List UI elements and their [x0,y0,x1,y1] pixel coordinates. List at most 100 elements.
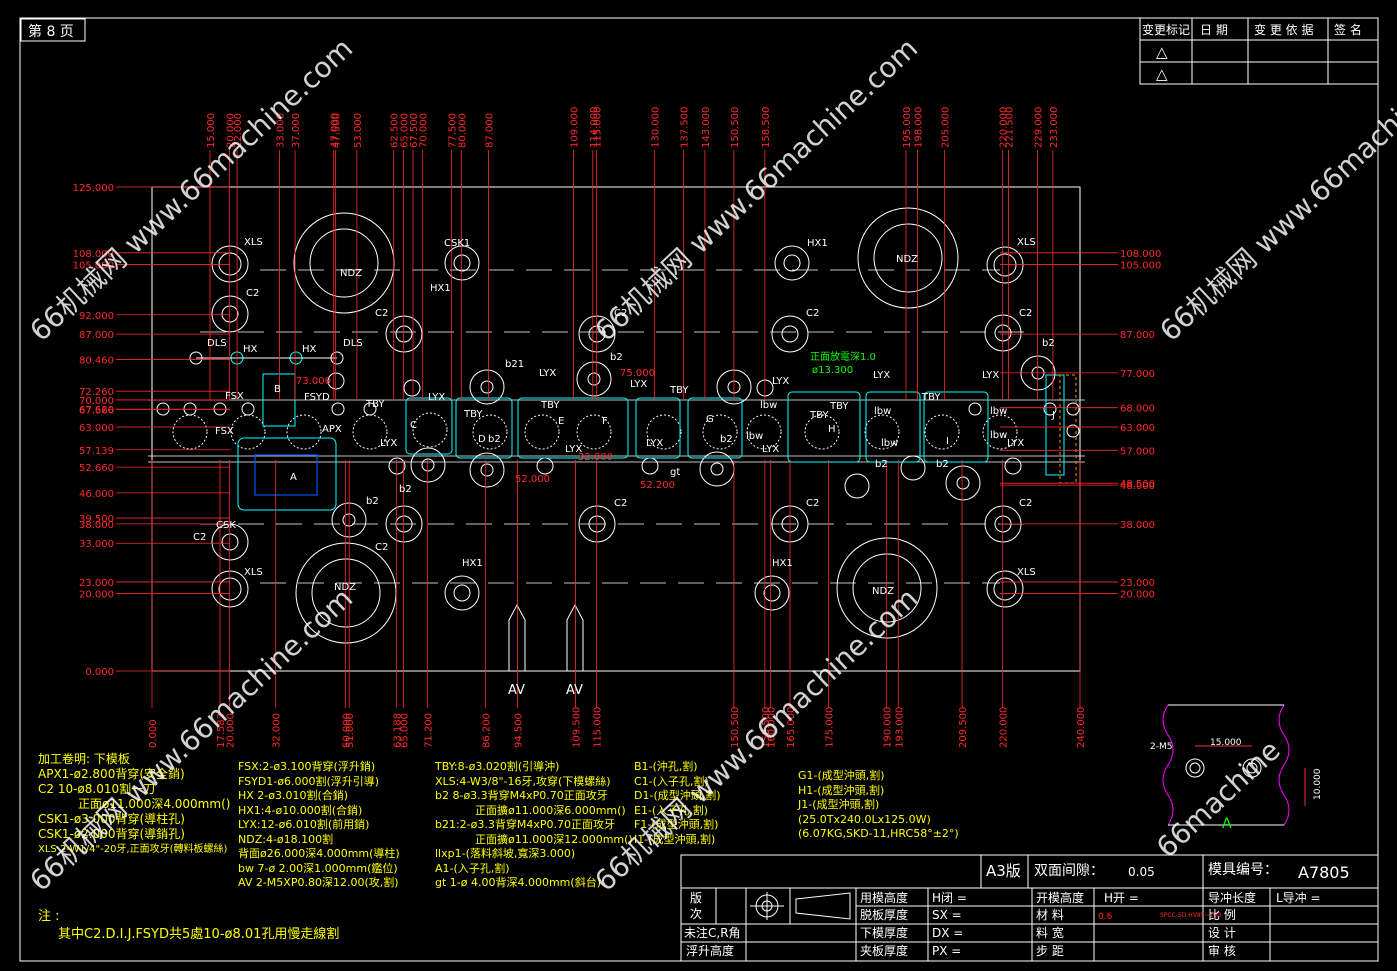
bottom-dim-label-22: 240.000 [1076,707,1087,748]
top-dim-16: 114.000 [589,107,600,400]
label-lbw-6: lbw [990,430,1007,441]
bottom-dim-label-1: 17.583 [216,713,227,748]
label-xls-tr: XLS [1017,237,1036,248]
rev-header-date: 日 期 [1200,23,1228,37]
note-c5-4: (6.07KG,SKD-11,HRC58°±2°) [798,827,959,840]
left-dim-label-2: 108.000 [73,249,114,260]
note-c2-5: NDZ:4-ø18.100割 [238,832,334,846]
label-xls-br: XLS [1017,567,1036,578]
bottom-dim-label-20: 209.500 [958,707,969,748]
left-dim-label-16: 33.000 [79,539,114,550]
right-dim-3: 77.000 [1000,369,1155,380]
top-dim-19: 137.500 [680,107,691,400]
left-dimension-group: 125.000105.000108.00092.00087.00080.4607… [73,183,230,678]
right-dim-7: 48.500 [1000,479,1155,490]
rev-row-2-mark: △ [1156,65,1168,83]
top-dim-label-20: 143.000 [701,107,712,148]
top-dim-26: 220.000 [999,107,1010,400]
left-dim-label-15: 38.000 [79,520,114,531]
bottom-dim-20: 209.500 [958,460,969,748]
label-c-ins: C [410,420,417,431]
bottom-dim-14: 158.500 [761,460,772,748]
bottom-dim-label-8: 71.200 [423,713,434,748]
label-xls-bl: XLS [244,567,263,578]
label-lbw-5: lbw [990,406,1007,417]
bottom-dim-12: 115.000 [593,460,604,748]
left-dim-label-8: 67.620 [79,405,114,416]
label-h-ins: H [828,424,836,435]
bottom-dim-label-19: 193.000 [894,707,905,748]
note-label: 注 : [38,909,60,924]
bottom-dim-label-11: 109.500 [571,707,582,748]
top-dim-label-5: 47.000 [330,113,341,148]
top-dim-22: 158.500 [761,107,772,400]
label-tby-4: TBY [540,400,560,411]
bottom-dim-label-21: 220.000 [999,707,1010,748]
label-b21-a: b21 [505,359,524,370]
note-c3-5: 正面擴ø11.000深12.000mm() [475,832,633,846]
left-dim-6: 72.260 [79,387,230,398]
top-dim-2: 22.000 [233,113,244,400]
tb-far-2-l: 比 例 [1208,908,1236,922]
note-c4-2: D1-(成型沖頭,割) [634,789,721,802]
left-dim-label-19: 0.000 [85,667,114,678]
top-dim-15: 109.000 [569,107,580,400]
top-dim-24: 198.000 [914,107,925,400]
tb-mid-2-v: SX = [932,908,962,922]
notes-title-suffix: 下模板 [93,752,130,766]
rev-row-1-mark: △ [1156,43,1168,61]
top-dim-label-25: 205.000 [941,107,952,148]
left-dim-label-10: 63.000 [79,423,114,434]
tb-gap-label: 双面间隙： [1034,863,1104,879]
left-dim-label-5: 80.460 [79,355,114,366]
bottom-dim-label-9: 86.200 [481,713,492,748]
label-c2-g: C2 [375,542,388,553]
note-c4-3: E1-(入子孔,割) [634,803,708,817]
top-dim-13: 80.000 [457,113,468,400]
label-a: A [290,472,297,483]
bottom-dim-9: 86.200 [481,460,492,748]
right-dim-1: 105.000 [1000,260,1161,271]
top-dim-11: 70.000 [419,113,430,400]
process-notes: 加工卷明: 下模板 APX1-ø2.800背穿(安全銷) C2 10-ø8.01… [38,752,238,857]
label-lyx-10: LYX [982,370,999,381]
tb-right-4-l: 步 距 [1036,944,1064,958]
note-c5-0: G1-(成型沖頭,割) [798,769,885,782]
label-b2-b: b2 [366,496,379,507]
label-b2-c: b2 [399,484,412,495]
label-lyx-9: LYX [873,370,890,381]
right-dim-4: 68.000 [1000,404,1155,415]
top-dim-label-29: 233.000 [1049,107,1060,148]
general-note: 注 : 其中C2.D.I.J.FSYD共5處10-ø8.01孔用慢走線割 [38,908,339,944]
top-dim-label-28: 229.000 [1033,107,1044,148]
right-dim-label-10: 23.000 [1120,578,1155,589]
left-dim-12: 52.660 [79,463,230,474]
left-dim-17: 23.000 [79,578,230,589]
note-c1-5: XLS 2-W1/4"-20牙,正面攻牙(轉料板螺絲) [38,844,228,855]
bottom-dim-label-16: 165.000 [786,707,797,748]
top-dim-label-27: 221.500 [1004,107,1015,148]
top-dim-label-1: 20.000 [225,113,236,148]
av-slots [508,603,584,672]
left-dim-label-4: 87.000 [79,330,114,341]
label-c2-b: C2 [375,308,388,319]
top-dim-label-8: 62.500 [390,113,401,148]
left-dim-label-0: 125.000 [73,183,114,194]
left-dim-label-3: 92.000 [79,311,114,322]
right-dim-6: 57.000 [1000,446,1155,457]
label-av-1: AV [508,683,525,698]
detail-dim-side: 10.000 [1313,768,1323,800]
bottom-dim-6: 63.188 [392,460,403,748]
note-c3-2: b2 8-ø3.3背穿M4xP0.70正面攻牙 [435,789,608,802]
left-dim-label-13: 46.000 [79,489,114,500]
left-dim-label-18: 20.000 [79,590,114,601]
left-dim-label-9: 67.566 [79,405,114,416]
tb-left-2: 次 [690,907,702,921]
tb-left-1: 版 [690,891,702,905]
red-inline-dims: 75.000 73.000 52.000 52.200 32.000 [296,368,675,491]
top-dim-label-19: 137.500 [680,107,691,148]
right-dim-label-5: 63.000 [1120,423,1155,434]
top-dim-14: 87.000 [484,113,495,400]
left-dim-10: 63.000 [79,423,230,434]
label-apx: APX [322,424,342,435]
